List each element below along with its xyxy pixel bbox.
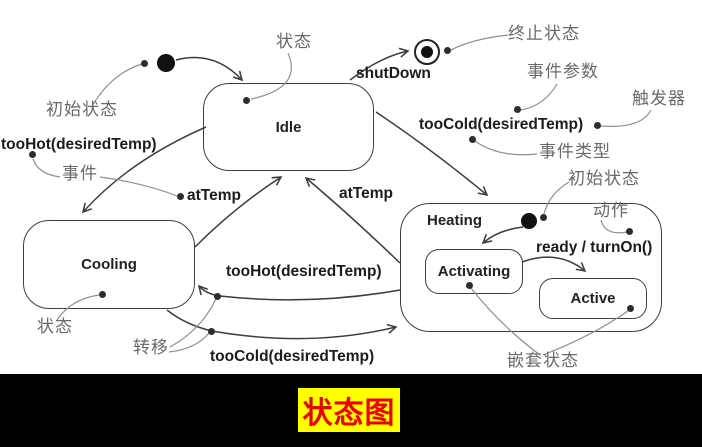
annotation-state-top: 状态 [276, 32, 312, 51]
annotation-dot-active [627, 305, 634, 312]
callout-transition-2 [168, 332, 210, 353]
annotation-dot-action [626, 228, 633, 235]
transition-initial-to-idle [175, 56, 244, 82]
heating-initial-state-icon [521, 213, 537, 229]
annotation-dot-trigger [594, 122, 601, 129]
callout-event-parameter [520, 83, 558, 111]
annotation-dot-cooling [99, 291, 106, 298]
state-idle-label: Idle [275, 118, 302, 136]
annotation-dot-initial-right [540, 214, 547, 221]
state-idle: Idle [203, 83, 374, 171]
initial-state-icon [157, 54, 175, 72]
label-ready-turnon: ready / turnOn() [536, 239, 653, 256]
annotation-trigger: 触发器 [632, 89, 686, 108]
label-attemp-left: atTemp [187, 187, 241, 204]
annotation-dot-transition-2 [208, 328, 215, 335]
callout-event-to-toohot [32, 158, 61, 178]
annotation-dot-event-parameter [514, 106, 521, 113]
state-activating: Activating [425, 249, 523, 294]
annotation-dot-initial-top [141, 60, 148, 67]
title-plate: 状态图 [298, 388, 400, 432]
annotation-initial-top: 初始状态 [46, 100, 118, 119]
label-toocold-bottom: tooCold(desiredTemp) [210, 348, 375, 365]
annotation-dot-activating [466, 282, 473, 289]
final-state-icon [414, 39, 440, 65]
state-active-label: Active [570, 290, 616, 307]
transition-heating-to-cooling-toohot [197, 284, 401, 301]
annotation-action: 动作 [593, 201, 629, 220]
page-title: 状态图 [302, 397, 396, 430]
annotation-dot-event-type [469, 136, 476, 143]
annotation-dot-attemp [177, 193, 184, 200]
annotation-state-bottom: 状态 [37, 317, 73, 336]
annotation-nested-state: 嵌套状态 [507, 351, 579, 370]
state-activating-label: Activating [437, 263, 511, 280]
state-heating-label: Heating [427, 212, 483, 229]
annotation-final-state: 终止状态 [508, 24, 580, 43]
label-toocold-upper: tooCold(desiredTemp) [419, 116, 584, 133]
state-active: Active [539, 278, 647, 319]
label-toohot-mid: tooHot(desiredTemp) [226, 263, 382, 280]
annotation-event: 事件 [62, 164, 98, 183]
annotation-transition: 转移 [133, 338, 169, 357]
transition-cooling-to-heating-toocold [166, 309, 398, 340]
annotation-event-parameter: 事件参数 [527, 62, 599, 81]
state-cooling: Cooling [23, 220, 195, 309]
annotation-dot-idle [243, 97, 250, 104]
label-toohot-top: tooHot(desiredTemp) [1, 136, 157, 153]
callout-final-state [450, 34, 509, 51]
label-attemp-right: atTemp [339, 185, 393, 202]
annotation-dot-final [444, 47, 451, 54]
state-cooling-label: Cooling [81, 256, 137, 273]
label-shutdown: shutDown [356, 65, 431, 82]
final-state-inner-dot [421, 46, 433, 58]
title-banner: 状态图 [0, 374, 702, 447]
annotation-initial-right: 初始状态 [568, 169, 640, 188]
callout-event-type [474, 140, 538, 156]
callout-event-to-attemp [99, 176, 178, 197]
annotation-dot-transition-1 [214, 293, 221, 300]
callout-trigger [600, 109, 652, 128]
annotation-event-type: 事件类型 [539, 142, 611, 161]
annotation-dot-event [29, 151, 36, 158]
